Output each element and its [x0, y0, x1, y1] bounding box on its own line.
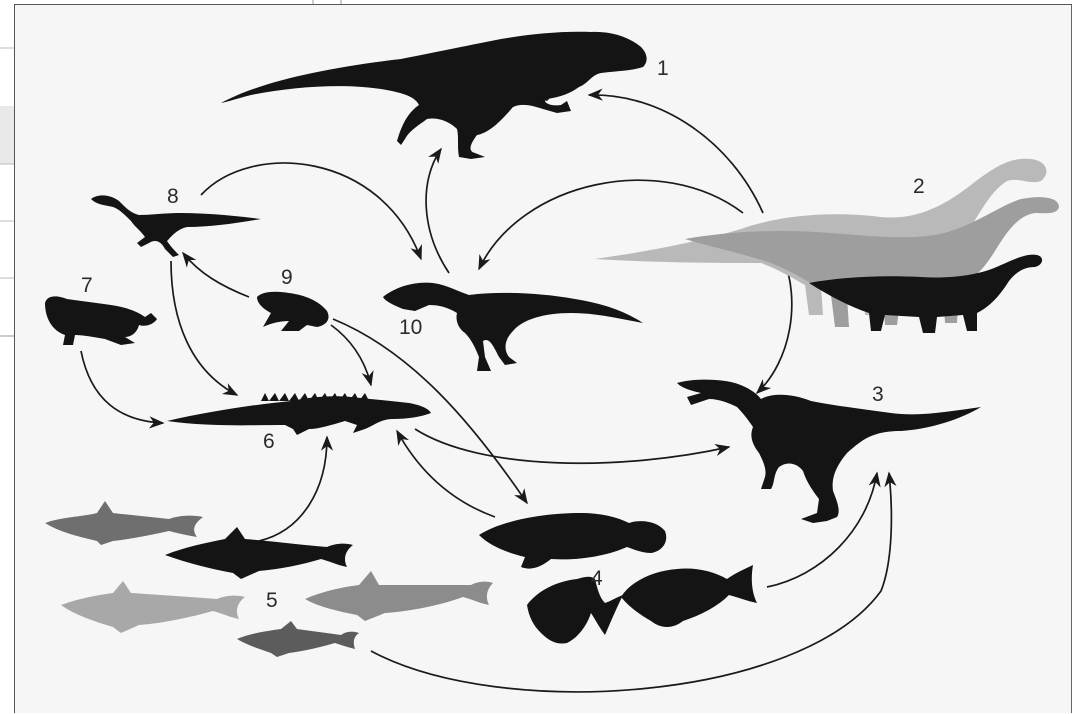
- node-label-2: 2: [913, 175, 925, 198]
- food-web-figure: 1 2 3 4 5 6 7 8 9 10: [14, 4, 1072, 713]
- node-label-8: 8: [167, 185, 179, 208]
- food-web-diagram: 1 2 3 4 5 6 7 8 9 10: [15, 5, 1071, 713]
- node-label-3: 3: [872, 383, 884, 406]
- large-theropod-silhouette-icon: [221, 32, 647, 159]
- arrow-2-to-3: [757, 257, 792, 393]
- arrow-8-to-6: [171, 261, 237, 395]
- sauropod-group-silhouette-icon: [595, 159, 1059, 333]
- spinosaurid-silhouette-icon: [677, 380, 981, 523]
- arrow-2-to-1: [589, 95, 763, 213]
- node-label-4: 4: [591, 567, 603, 590]
- frog-silhouette-icon: [257, 292, 329, 331]
- node-label-6: 6: [263, 430, 275, 453]
- shark-group-silhouette-icon: [45, 501, 493, 657]
- arrow-8-to-10: [201, 163, 421, 259]
- node-label-1: 1: [657, 57, 669, 80]
- arrow-6-to-3: [415, 429, 729, 463]
- arrow-10-to-1: [426, 149, 449, 273]
- bony-fish-group-silhouette-icon: [479, 513, 757, 644]
- crocodyliform-silhouette-icon: [167, 393, 431, 435]
- arrow-5-to-3: [371, 473, 891, 692]
- node-label-9: 9: [281, 266, 293, 289]
- arrow-7-to-6: [81, 351, 163, 423]
- node-label-10: 10: [399, 316, 422, 339]
- turtle-silhouette-icon: [45, 296, 157, 345]
- node-label-5: 5: [266, 589, 278, 612]
- arrow-9-to-8: [183, 253, 249, 297]
- node-label-7: 7: [81, 274, 93, 297]
